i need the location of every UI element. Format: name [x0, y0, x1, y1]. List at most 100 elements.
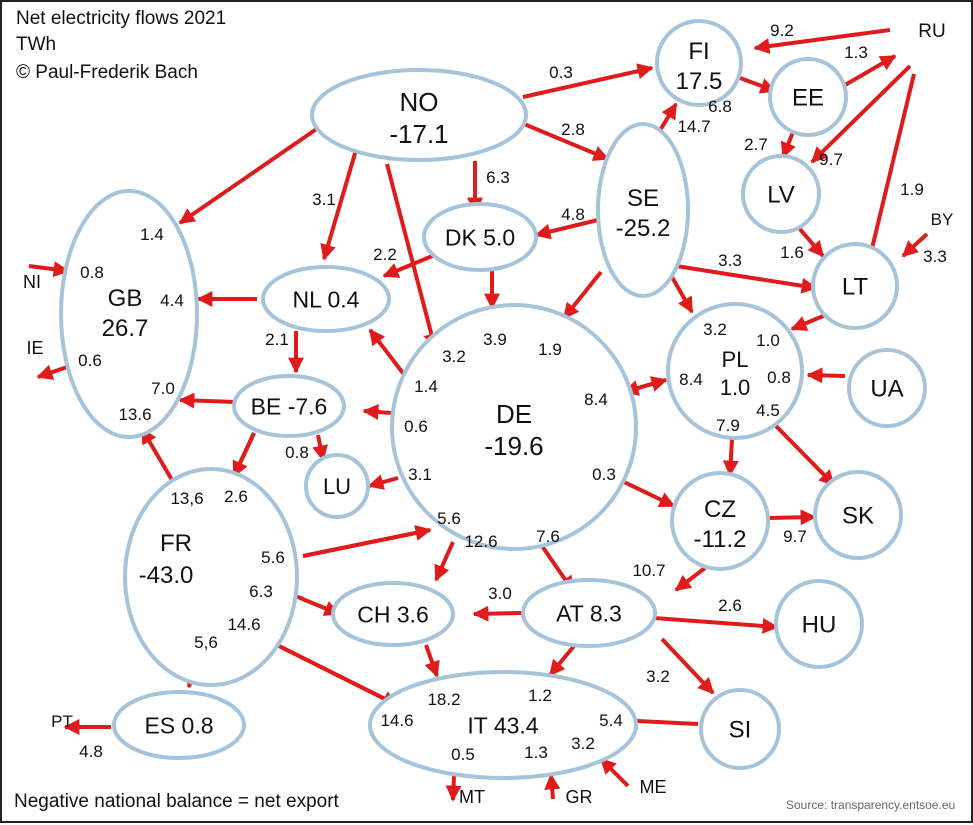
- external-country-by: BY: [931, 210, 954, 229]
- flow-value-fr-be: 2.6: [224, 487, 248, 506]
- flow-value-fi-ee: 6.8: [708, 97, 732, 116]
- node-si: SI: [699, 688, 781, 770]
- node-balance-de: -19.6: [484, 431, 543, 461]
- node-sk: SK: [813, 470, 903, 560]
- node-lu: LU: [304, 453, 370, 519]
- flow-arrow-se-lt: [675, 264, 818, 294]
- flow-arrow-pl-cz: [722, 438, 739, 477]
- flow-value-pl-de: 8.4: [679, 370, 703, 389]
- node-label-es: ES 0.8: [144, 712, 213, 738]
- node-balance-gb: 26.7: [102, 315, 149, 342]
- flow-arrow-de-ch: [434, 541, 455, 582]
- flow-value-cz-at: 10.7: [632, 561, 665, 580]
- flow-value-ee-ru: 1.3: [844, 43, 868, 62]
- flow-value-se-pl: 3.2: [703, 320, 727, 339]
- node-code-no: NO: [400, 87, 439, 117]
- flow-value-fr-es: 5,6: [194, 633, 218, 652]
- node-de: DE-19.6: [390, 303, 638, 551]
- node-code-de: DE: [496, 399, 532, 429]
- flow-arrow-de-nl: [368, 328, 411, 383]
- external-country-gr: GR: [566, 787, 593, 807]
- flow-value-se-dk: 4.8: [561, 205, 585, 224]
- flow-value-lt-pl: 1.0: [756, 331, 780, 350]
- node-code-hu: HU: [802, 612, 837, 639]
- flow-arrow-de-be: [362, 404, 393, 421]
- node-lv: LV: [741, 154, 821, 234]
- node-balance-pl: 1.0: [720, 375, 751, 400]
- flow-arrow-lv-lt: [797, 226, 825, 258]
- flow-arrow-at-si: [660, 637, 715, 695]
- flow-value-be-gb: 7.0: [151, 379, 175, 398]
- node-code-ua: UA: [870, 376, 903, 403]
- flow-value-at-si: 3.2: [646, 667, 670, 686]
- flow-value-be-lu: 0.8: [285, 443, 309, 462]
- flow-arrow-gr-it: [544, 773, 561, 800]
- flow-arrow-de-fr: [302, 525, 432, 558]
- flow-value-ru-lt: 1.9: [900, 180, 924, 199]
- flow-arrow-fr-gb: [140, 427, 174, 482]
- flow-arrow-no-se: [523, 122, 610, 161]
- node-dk: DK 5.0: [422, 202, 538, 272]
- node-code-fr: FR: [160, 530, 192, 557]
- flow-value-ua-pl: 0.8: [767, 368, 791, 387]
- flow-value-no-fi: 0.3: [549, 63, 573, 82]
- flow-value-no-se: 2.8: [561, 120, 585, 139]
- flow-arrow-de-cz: [623, 480, 676, 508]
- flow-arrow-at-ch: [472, 605, 523, 622]
- flow-value-se-de: 1.9: [538, 340, 562, 359]
- flow-value-no-de: 3.2: [442, 347, 466, 366]
- flow-value-pl-sk: 4.5: [756, 401, 780, 420]
- flow-arrow-at-it: [548, 644, 576, 677]
- flow-value-de-fr: 5.6: [261, 548, 285, 567]
- flow-value-ch-it: 18.2: [427, 690, 460, 709]
- flow-arrow-de-lu: [367, 474, 399, 490]
- flow-arrow-fr-be: [232, 432, 256, 478]
- node-balance-se: -25.2: [616, 215, 671, 242]
- flow-arrow-lt-pl: [790, 312, 829, 331]
- node-at: AT 8.3: [521, 578, 657, 648]
- flow-value-ni-gb: 0.8: [80, 263, 104, 282]
- node-hu: HU: [774, 579, 864, 669]
- flow-value-no-dk: 6.3: [486, 168, 510, 187]
- node-ua: UA: [847, 348, 927, 428]
- node-cz: CZ-11.2: [670, 471, 770, 571]
- flow-value-pl-cz: 7.9: [716, 416, 740, 435]
- flow-value-by-lt: 3.3: [923, 247, 947, 266]
- flow-value-es-pt: 4.8: [79, 742, 103, 761]
- flow-value-nl-gb: 4.4: [160, 291, 184, 310]
- unit-label: TWh: [16, 34, 57, 55]
- flow-value-se-fi: 14.7: [677, 117, 710, 136]
- flow-arrow-be-gb: [178, 392, 237, 409]
- flow-value-no-gb: 1.4: [140, 225, 164, 244]
- flow-value-fr-it: 14.6: [380, 711, 413, 730]
- node-code-si: SI: [729, 717, 752, 744]
- node-nl: NL 0.4: [261, 265, 391, 333]
- node-code-lv: LV: [767, 182, 795, 209]
- flow-value-lv-lt: 1.6: [780, 243, 804, 262]
- flow-value-de-pl: 8.4: [584, 390, 608, 409]
- flow-value-dk-de: 3.9: [483, 330, 507, 349]
- flow-value-it-mt: 0.5: [451, 745, 475, 764]
- node-balance-fi: 17.5: [676, 68, 723, 95]
- node-label-nl: NL 0.4: [293, 286, 360, 312]
- node-balance-fr: -43.0: [139, 562, 194, 589]
- external-country-ie: IE: [26, 338, 43, 358]
- node-ee: EE: [768, 57, 848, 137]
- flow-arrow-ch-it: [424, 644, 440, 678]
- flow-value-gb-ie: 0.6: [78, 351, 102, 370]
- flow-value-ru-fi: 9.2: [770, 21, 794, 40]
- flow-arrow-it-mt: [445, 775, 462, 802]
- flow-arrow-no-fi: [522, 63, 654, 99]
- node-it: IT 43.4: [368, 670, 638, 780]
- source-label: Source: transparency.entsoe.eu: [786, 798, 956, 812]
- node-label-it: IT 43.4: [467, 712, 538, 738]
- flow-value-dk-nl: 2.2: [373, 245, 397, 264]
- flow-value-be-fr: 13,6: [170, 489, 203, 508]
- flow-arrow-no-nl: [320, 149, 358, 261]
- node-code-sk: SK: [842, 503, 874, 530]
- flow-arrow-ua-pl: [806, 367, 846, 384]
- node-no: NO-17.1: [310, 68, 528, 162]
